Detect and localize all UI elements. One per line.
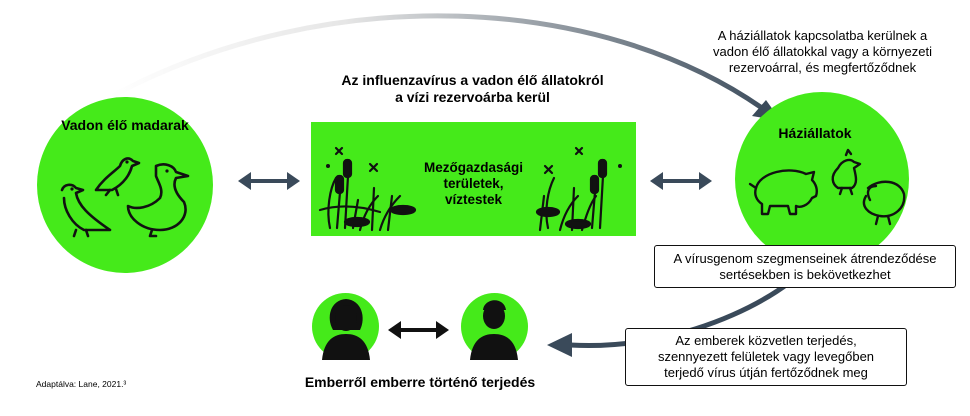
reassortment-box: A vírusgenom szegmenseinek átrendeződése… [654,245,956,288]
top-curved-arrow [109,13,765,111]
woman-icon [322,299,370,360]
human-transmission-title: Emberről emberre történő terjedés [304,374,536,390]
wetlands-label: Mezőgazdasági területek, víztestek [423,160,524,207]
bottom-arrowhead [547,333,572,357]
domestic-label: Háziállatok [778,125,852,141]
double-arrow-humans [388,321,449,339]
source-note: Adaptálva: Lane, 2021.³ [36,379,127,389]
center-title: Az influenzavírus a vadon élő állatokról… [341,72,604,105]
reassortment-text: A vírusgenom szegmenseinek átrendeződése… [673,250,937,282]
human-infection-box: Az emberek közvetlen terjedés, szennyeze… [625,328,907,386]
man-icon [470,300,518,360]
human-infection-text: Az emberek közvetlen terjedés, szennyeze… [657,333,875,380]
top-right-note: A háziállatok kapcsolatba kerülnek a vad… [713,28,932,75]
wild-birds-label: Vadon élő madarak [61,117,189,133]
double-arrow-right [650,172,712,190]
domestic-circle [735,92,909,266]
double-arrow-left [238,172,300,190]
